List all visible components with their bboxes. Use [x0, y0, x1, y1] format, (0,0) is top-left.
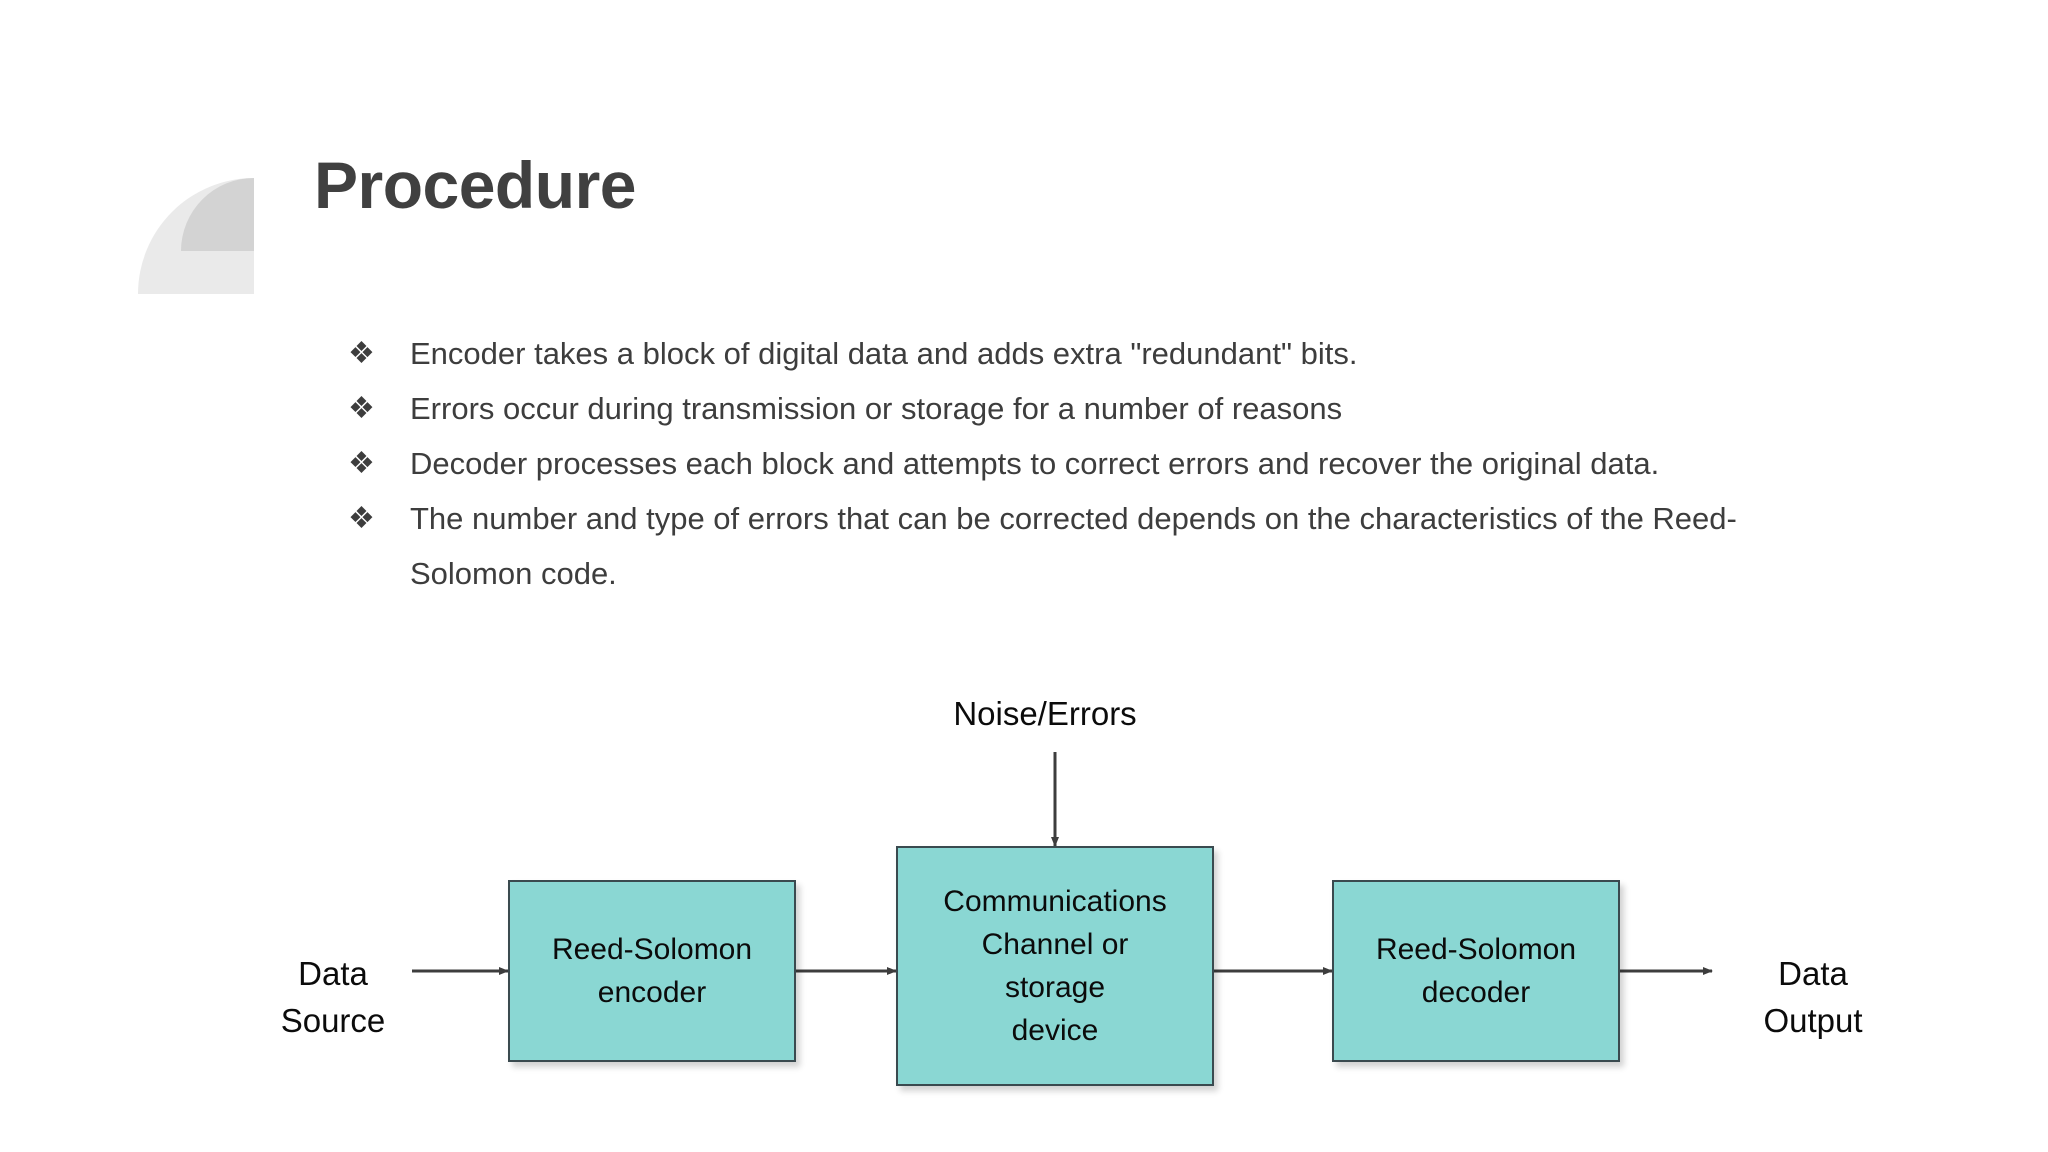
bullet-diamond-icon: ❖	[348, 392, 375, 425]
diagram-block-decoder: Reed-Solomon decoder	[1332, 880, 1620, 1062]
list-item: ❖ Encoder takes a block of digital data …	[348, 326, 1808, 381]
diagram-label-noise: Noise/Errors	[953, 695, 1137, 732]
list-item: ❖ Decoder processes each block and attem…	[348, 436, 1808, 491]
decoder-line-1: Reed-Solomon	[1375, 933, 1577, 966]
diagram-block-channel: Communications Channel or storage device	[896, 846, 1214, 1086]
bullet-diamond-icon: ❖	[348, 502, 375, 535]
list-item: ❖ The number and type of errors that can…	[348, 491, 1808, 601]
quarter-circle-decoration	[138, 178, 254, 294]
bullet-diamond-icon: ❖	[348, 337, 375, 370]
channel-line-2: Channel or	[981, 928, 1129, 961]
channel-line-1: Communications	[943, 885, 1167, 918]
decoder-line-2: decoder	[1421, 976, 1531, 1009]
data-output-line-1: Data	[1778, 955, 1848, 992]
list-item: ❖ Errors occur during transmission or st…	[348, 381, 1808, 436]
bullet-list: ❖ Encoder takes a block of digital data …	[348, 326, 1808, 601]
diagram-label-data-output: Data Output	[1718, 950, 1908, 1044]
bullet-diamond-icon: ❖	[348, 447, 375, 480]
diagram-block-encoder-label: Reed-Solomon encoder	[542, 928, 762, 1014]
list-item-text: Encoder takes a block of digital data an…	[410, 336, 1358, 371]
diagram-label-data-source: Data Source	[238, 950, 428, 1044]
list-item-text: The number and type of errors that can b…	[410, 501, 1737, 591]
diagram-block-decoder-label: Reed-Solomon decoder	[1366, 928, 1586, 1014]
channel-line-4: device	[1011, 1014, 1099, 1047]
channel-line-3: storage	[1004, 971, 1106, 1004]
list-item-text: Decoder processes each block and attempt…	[410, 446, 1660, 481]
encoder-line-1: Reed-Solomon	[551, 933, 753, 966]
decoration-dark-arc	[181, 178, 254, 251]
diagram-block-channel-label: Communications Channel or storage device	[933, 880, 1176, 1052]
data-source-line-1: Data	[298, 955, 368, 992]
encoder-line-2: encoder	[597, 976, 707, 1009]
data-output-line-2: Output	[1763, 1002, 1863, 1039]
data-source-line-2: Source	[280, 1002, 386, 1039]
list-item-text: Errors occur during transmission or stor…	[410, 391, 1343, 426]
diagram-block-encoder: Reed-Solomon encoder	[508, 880, 796, 1062]
page-title: Procedure	[314, 148, 636, 222]
